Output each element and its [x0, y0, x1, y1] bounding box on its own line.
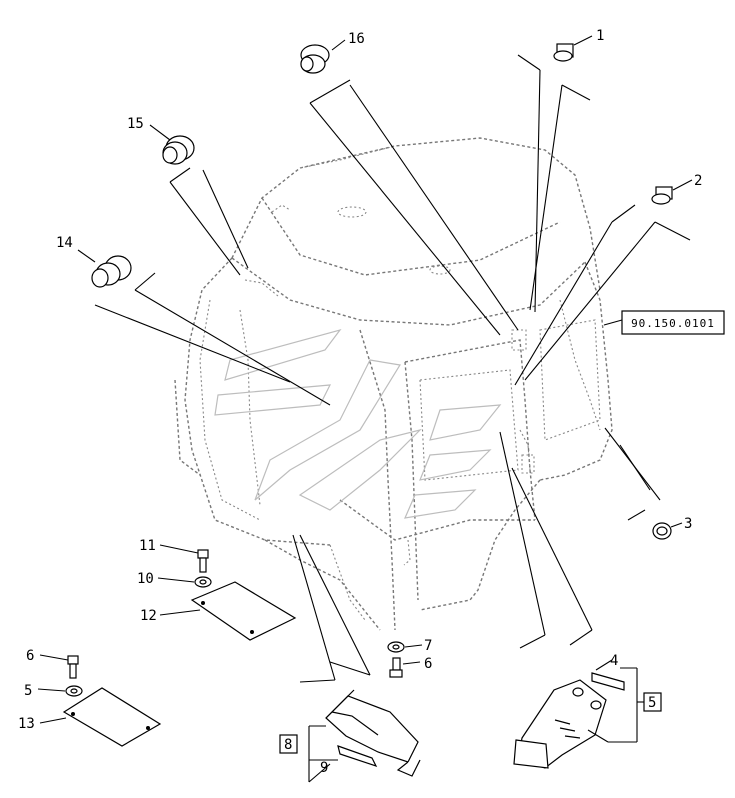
callout-4: 4 [610, 653, 618, 669]
callout-10: 10 [137, 571, 154, 587]
reference-code-box: 90.150.0101 [621, 310, 725, 335]
bracket-5 [587, 659, 662, 743]
plug-14 [77, 249, 132, 288]
reference-code: 90.150.0101 [631, 317, 715, 330]
duct-8 [325, 689, 421, 777]
bolt-6-left [39, 654, 79, 679]
callout-labels: 1 2 3 4 5 5 6 6 7 8 9 10 11 12 13 14 15 … [18, 28, 702, 776]
plate-13 [39, 687, 162, 747]
callout-15: 15 [127, 116, 144, 132]
watermark-logo [214, 328, 502, 519]
bolt-6-center [389, 657, 421, 678]
seal-strip-4 [591, 672, 625, 691]
callout-3: 3 [684, 516, 692, 532]
callout-9: 9 [320, 760, 328, 776]
callout-5-boxed: 5 [648, 695, 656, 711]
bracket-8 [279, 725, 338, 783]
callout-16: 16 [348, 31, 365, 47]
washer-5 [37, 685, 83, 697]
leader-lines [94, 54, 691, 683]
seal-strip-9 [337, 745, 378, 768]
callout-7: 7 [424, 638, 432, 654]
cab-outline [174, 137, 613, 631]
washer-10 [157, 576, 212, 588]
duct-5 [513, 679, 607, 769]
washer-7 [387, 641, 423, 653]
callout-14: 14 [56, 235, 73, 251]
callout-11: 11 [139, 538, 156, 554]
plug-16 [300, 39, 346, 74]
plug-1 [553, 35, 593, 62]
plug-2 [651, 179, 693, 205]
callout-5: 5 [24, 683, 32, 699]
callout-6-center: 6 [424, 656, 432, 672]
callout-6-left: 6 [26, 648, 34, 664]
plug-15 [149, 124, 195, 165]
callout-2: 2 [694, 173, 702, 189]
bolt-11 [159, 544, 209, 573]
plate-12 [159, 581, 297, 641]
callout-13: 13 [18, 716, 35, 732]
callout-12: 12 [140, 608, 157, 624]
callout-1: 1 [596, 28, 604, 44]
grommet-3 [652, 522, 683, 540]
callout-8-boxed: 8 [284, 737, 292, 753]
